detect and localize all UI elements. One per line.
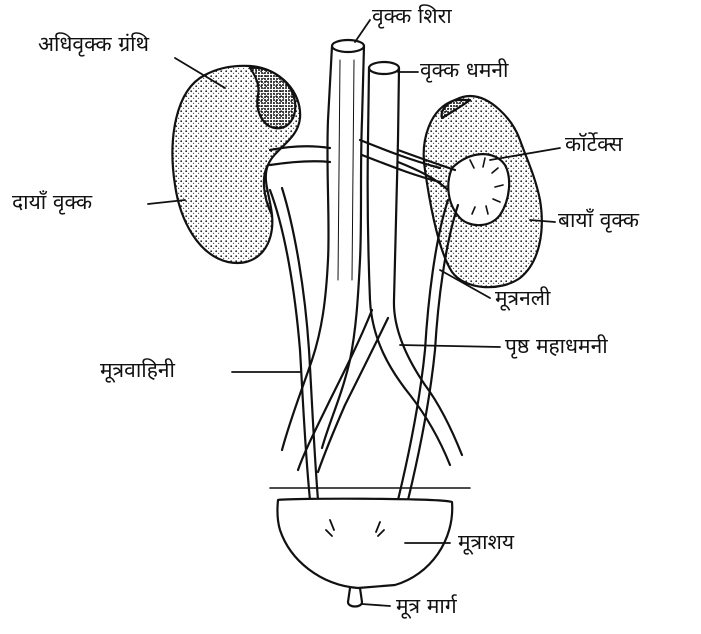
ureters [270,188,458,500]
label-urethra-tube: मूत्रनली [495,288,550,309]
label-dorsal-aorta: पृष्ठ महाधमनी [505,336,608,357]
label-renal-vein: वृक्क शिरा [372,6,452,27]
label-cortex: कॉर्टेक्स [565,134,623,155]
urinary-bladder [277,499,452,607]
label-ureter: मूत्रवाहिनी [100,360,175,381]
label-renal-artery: वृक्क धमनी [420,60,509,81]
label-right-kidney: दायाँ वृक्क [12,192,92,213]
label-urinary-bladder: मूत्राशय [458,532,514,553]
left-kidney [424,96,542,287]
label-urinary-passage: मूत्र मार्ग [396,596,457,617]
label-adrenal-gland: अधिवृक्क ग्रंथि [38,34,149,55]
label-left-kidney: बायाँ वृक्क [558,210,639,231]
